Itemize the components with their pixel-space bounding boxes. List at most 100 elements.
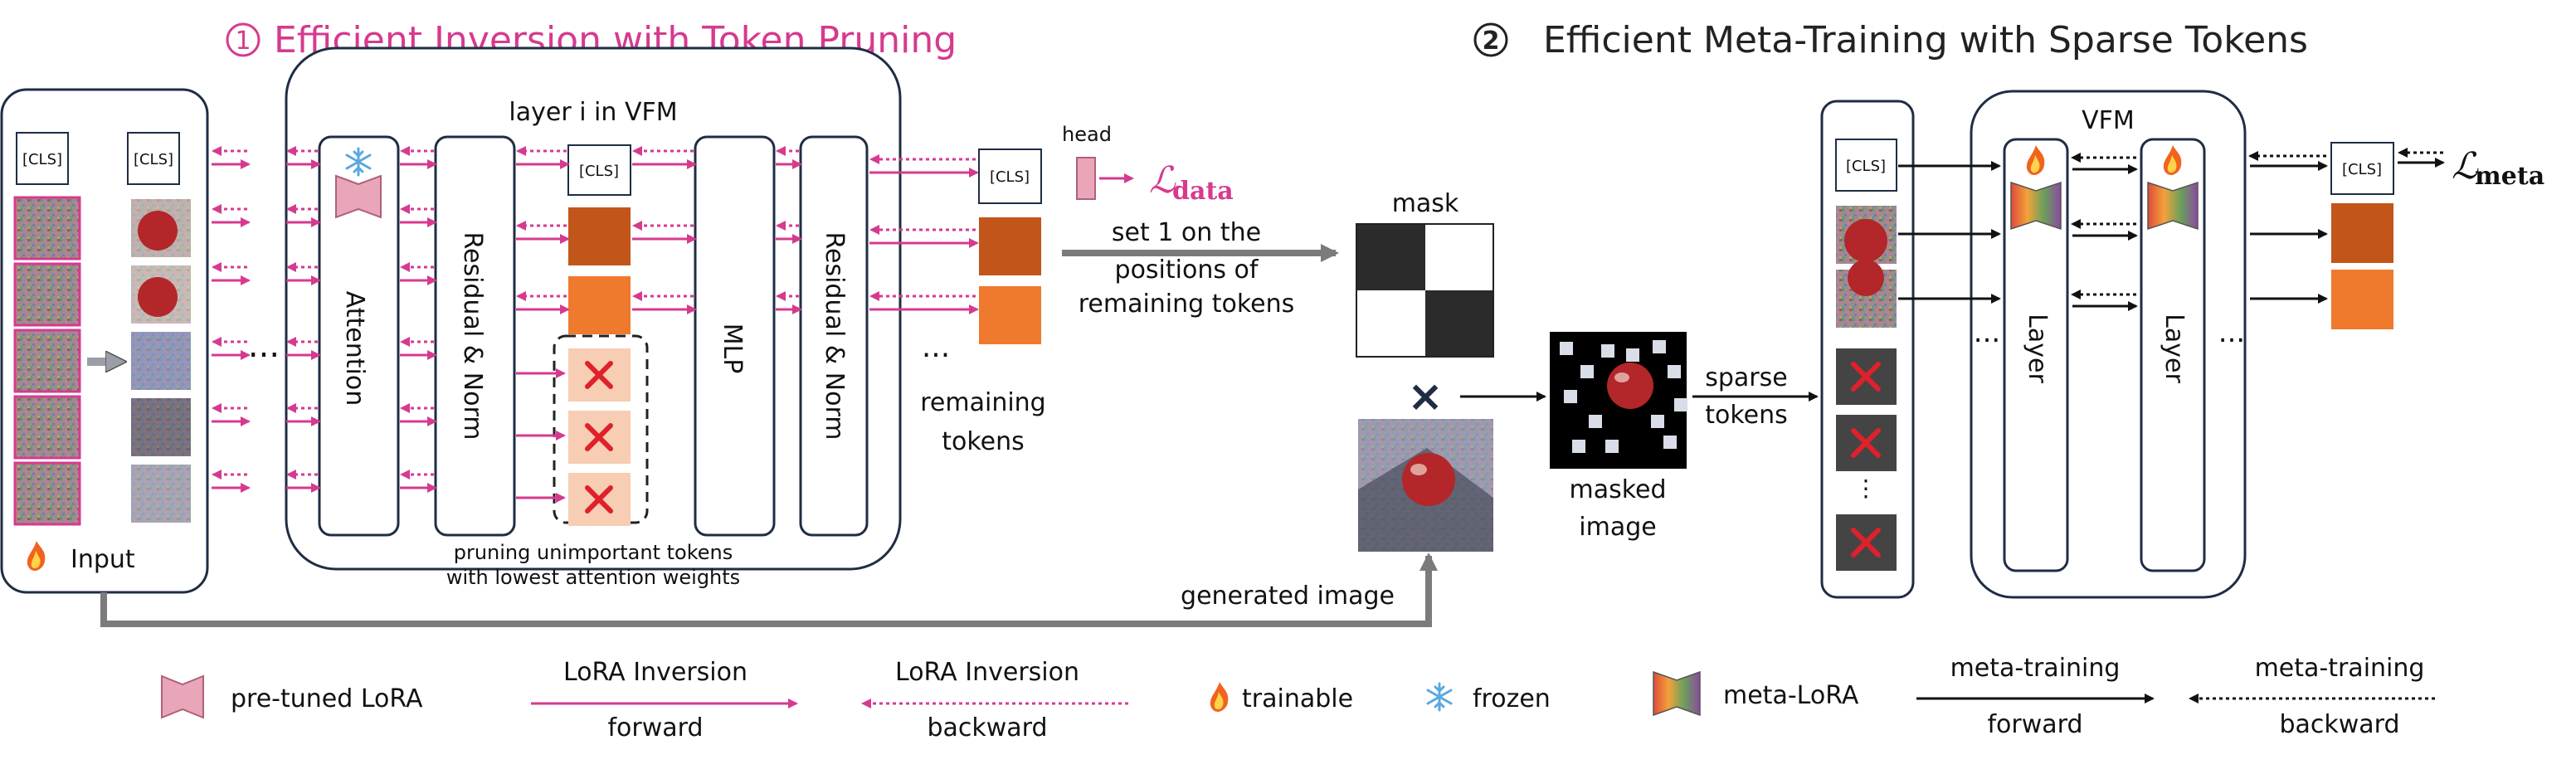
sparse-tokens-line1: sparse bbox=[1705, 363, 1787, 392]
legend-flame-icon bbox=[1210, 682, 1229, 712]
loss-meta-subscript: meta bbox=[2475, 162, 2544, 191]
reconstructed-image-patches bbox=[131, 199, 191, 523]
pruning-note-line2: with lowest attention weights bbox=[446, 566, 740, 589]
residual-norm-block-2 bbox=[799, 135, 869, 537]
legend-meta-forward-top: meta-training bbox=[1950, 654, 2121, 683]
legend-trainable: trainable bbox=[1242, 684, 1353, 713]
layer-token-2 bbox=[568, 276, 631, 334]
meta-cls-token: [CLS] bbox=[2342, 161, 2382, 178]
legend-frozen: frozen bbox=[1473, 684, 1551, 713]
layer-cls-token: [CLS] bbox=[579, 163, 619, 180]
generated-image-feedback-arrow bbox=[100, 553, 1438, 627]
loss-meta-symbol: ℒ bbox=[2452, 145, 2479, 187]
remaining-token-2 bbox=[979, 286, 1041, 344]
lora-inversion-arrows bbox=[212, 146, 979, 503]
part1-number-circle bbox=[226, 22, 261, 57]
mask-label: mask bbox=[1392, 189, 1459, 218]
input-cls-box bbox=[16, 132, 69, 185]
mask-cell-bottom-right bbox=[1425, 290, 1493, 356]
legend-snowflake-icon bbox=[1426, 682, 1453, 712]
image-patch bbox=[131, 465, 191, 523]
legend-pretuned-lora: pre-tuned LoRA bbox=[231, 684, 423, 713]
image-patch bbox=[131, 332, 191, 390]
pruned-token bbox=[568, 473, 631, 526]
part2-number-circle bbox=[1473, 22, 1508, 57]
ellipsis-before-layer: ... bbox=[248, 327, 280, 365]
legend-meta-forward-bottom: forward bbox=[1987, 710, 2082, 739]
remaining-tokens-line1: remaining bbox=[920, 388, 1045, 417]
meta-token-1 bbox=[2331, 203, 2393, 263]
noise-patch bbox=[13, 262, 81, 327]
visible-patch bbox=[1674, 398, 1687, 411]
visible-patch bbox=[1589, 415, 1602, 428]
mlp-label: MLP bbox=[718, 324, 747, 374]
set-positions-line1: set 1 on the bbox=[1112, 218, 1261, 247]
pruned-token bbox=[568, 411, 631, 464]
masked-token-cross-icon bbox=[1851, 428, 1881, 458]
ellipsis-remaining: ... bbox=[922, 330, 950, 364]
generated-image bbox=[1358, 419, 1493, 552]
output-cls-box bbox=[127, 132, 180, 185]
layer2-meta-lora-icon bbox=[2147, 181, 2199, 231]
set-positions-line2: positions of bbox=[1115, 256, 1259, 285]
legend-meta-lora: meta-LoRA bbox=[1723, 681, 1859, 710]
visible-patch bbox=[1601, 344, 1614, 358]
masked-token bbox=[1836, 348, 1897, 405]
visible-patch bbox=[1663, 436, 1677, 449]
sparse-ellipsis: ⋮ bbox=[1854, 475, 1877, 502]
layer-title: layer i in VFM bbox=[509, 98, 677, 127]
image-patch bbox=[131, 265, 191, 324]
part1-number: 1 bbox=[235, 27, 251, 56]
sparse-cls-token: [CLS] bbox=[1846, 158, 1886, 175]
masked-token-cross-icon bbox=[1851, 528, 1881, 557]
generated-image-label: generated image bbox=[1181, 582, 1395, 611]
visible-patch bbox=[1560, 342, 1573, 355]
legend-inv-forward-top: LoRA Inversion bbox=[563, 658, 747, 687]
visible-patch bbox=[1580, 365, 1594, 378]
legend-pretuned-lora-icon bbox=[161, 674, 204, 719]
noise-patch bbox=[13, 196, 81, 260]
legend-meta-lora-icon bbox=[1653, 670, 1701, 717]
remaining-token-1 bbox=[979, 217, 1041, 275]
layer-cls-box bbox=[567, 144, 631, 196]
output-cls-token: [CLS] bbox=[134, 151, 173, 168]
attention-block bbox=[318, 135, 400, 537]
residual-norm-label-1: Residual & Norm bbox=[458, 232, 487, 441]
layer-token-1 bbox=[568, 207, 631, 265]
meta-layer-block-1 bbox=[2003, 138, 2069, 572]
loss-data-subscript: data bbox=[1172, 177, 1234, 206]
legend-meta-backward-bottom: backward bbox=[2279, 710, 2399, 739]
image-patch bbox=[131, 199, 191, 257]
pruned-tokens bbox=[568, 348, 631, 526]
noise-patch bbox=[13, 329, 81, 393]
residual-norm-label-2: Residual & Norm bbox=[820, 232, 849, 441]
masked-image bbox=[1550, 332, 1687, 469]
masked-sparse-tokens bbox=[1836, 348, 1897, 571]
meta-training-arrows bbox=[1898, 148, 2445, 311]
input-cls-token: [CLS] bbox=[22, 151, 62, 168]
attention-pretuned-lora-icon bbox=[335, 174, 382, 219]
noise-input-patches bbox=[13, 196, 81, 526]
masked-image-line2: image bbox=[1579, 513, 1656, 542]
set-positions-line3: remaining tokens bbox=[1079, 290, 1295, 319]
meta-token-2 bbox=[2331, 270, 2393, 329]
layer2-label: Layer bbox=[2160, 314, 2189, 383]
meta-cls-box bbox=[2330, 142, 2394, 195]
masked-token-cross-icon bbox=[1851, 362, 1881, 392]
legend-inv-backward-bottom: backward bbox=[927, 713, 1047, 742]
visible-patch bbox=[1653, 340, 1666, 353]
vfm-ellipsis-right: ... bbox=[2218, 316, 2245, 349]
masked-token bbox=[1836, 415, 1897, 471]
mask-cell-top-left bbox=[1357, 225, 1425, 290]
remaining-tokens-line2: tokens bbox=[942, 427, 1025, 456]
masked-image-line1: masked bbox=[1569, 475, 1666, 504]
visible-patch bbox=[1626, 348, 1639, 362]
input-label: Input bbox=[71, 545, 135, 574]
noise-patch bbox=[13, 395, 81, 460]
legend-inv-backward-top: LoRA Inversion bbox=[895, 658, 1079, 687]
head-pretuned-lora-icon bbox=[1076, 157, 1096, 200]
pruned-token-cross-icon bbox=[585, 485, 613, 514]
image-patch bbox=[131, 398, 191, 456]
